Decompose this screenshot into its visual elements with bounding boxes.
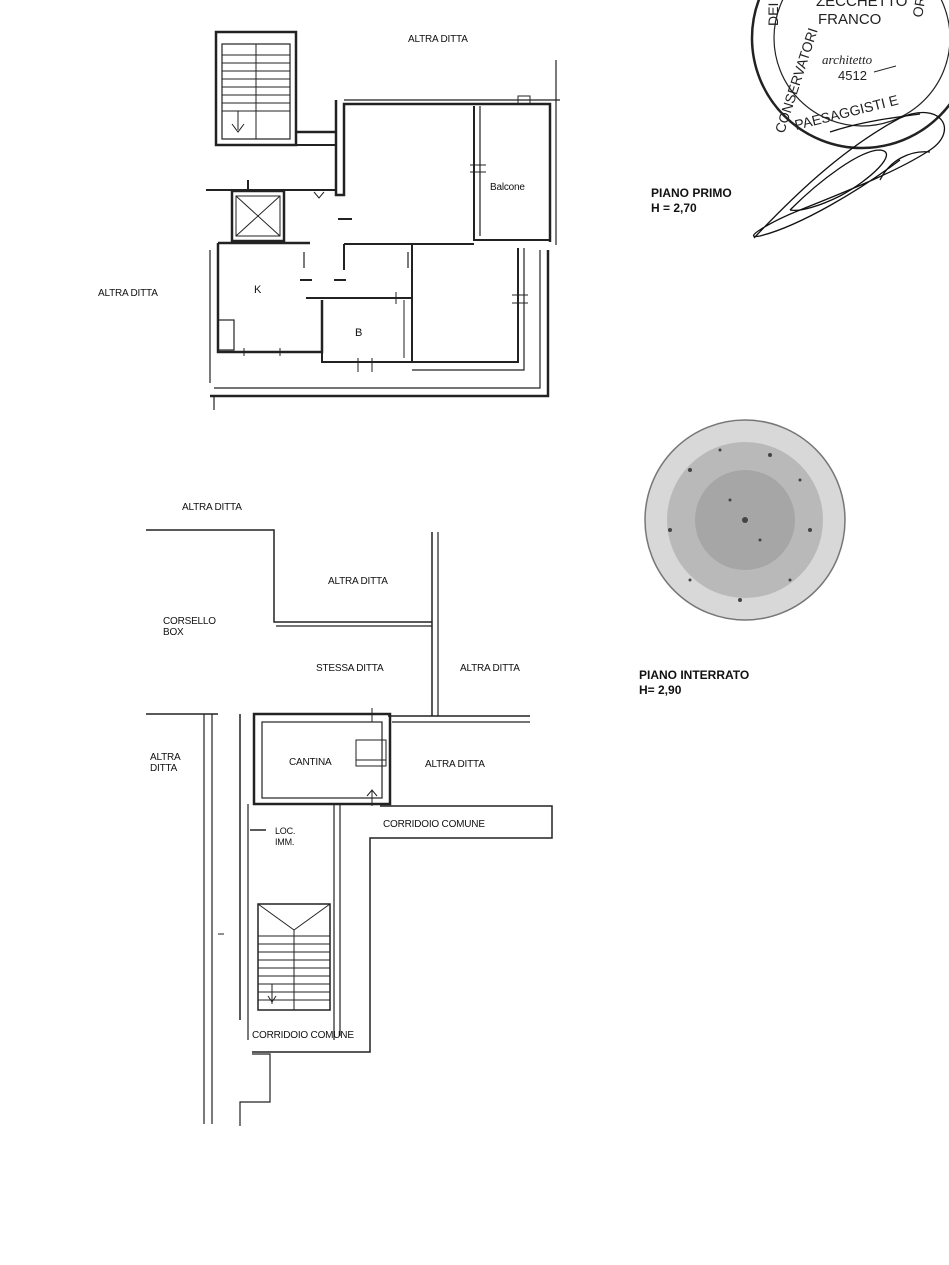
round-seal — [644, 419, 846, 621]
floor-title-primo: PIANO PRIMO — [651, 186, 732, 200]
seal-texture — [668, 448, 812, 602]
label-altra-ditta-cantina: ALTRA DITTA — [425, 759, 485, 770]
stamp-name: FRANCO — [818, 11, 881, 28]
label-altra-ditta-basement-right: ALTRA DITTA — [460, 663, 520, 674]
label-altra-ditta-basement-top: ALTRA DITTA — [182, 502, 242, 513]
floor-height-interrato: H= 2,90 — [639, 683, 682, 697]
stamp-surname: ZECCHETTO — [816, 0, 907, 10]
label-balcone: Balcone — [490, 182, 525, 193]
stamp-arc-right: ORDINE — [909, 0, 934, 19]
stamp-title: architetto — [822, 52, 873, 67]
stamp-number: 4512 — [838, 68, 867, 83]
label-altra-ditta-basement-left: ALTRA DITTA — [150, 752, 181, 774]
label-kitchen: K — [254, 284, 262, 296]
label-altra-ditta-left: ALTRA DITTA — [98, 288, 158, 299]
signature — [752, 111, 945, 239]
floor-height-primo: H = 2,70 — [651, 201, 697, 215]
floor-title-interrato: PIANO INTERRATO — [639, 668, 750, 682]
label-bath: B — [355, 327, 363, 339]
stamp-arc-left2: DEI — [765, 3, 781, 26]
label-stessa-ditta: STESSA DITTA — [316, 663, 384, 674]
architect-stamp — [750, 0, 949, 150]
label-cantina: CANTINA — [289, 757, 332, 768]
label-altra-ditta-basement-mid: ALTRA DITTA — [328, 576, 388, 587]
label-altra-ditta-top: ALTRA DITTA — [408, 34, 468, 45]
stair-treads-basement — [257, 903, 331, 1010]
label-corridoio-comune-bottom: CORRIDOIO COMUNE — [252, 1030, 354, 1041]
stair-treads-first-floor — [222, 44, 290, 139]
label-corridoio-comune-right: CORRIDOIO COMUNE — [383, 819, 485, 830]
label-corsello-box: CORSELLO BOX — [163, 616, 216, 638]
label-loc-imm: LOC. IMM. — [275, 826, 296, 847]
